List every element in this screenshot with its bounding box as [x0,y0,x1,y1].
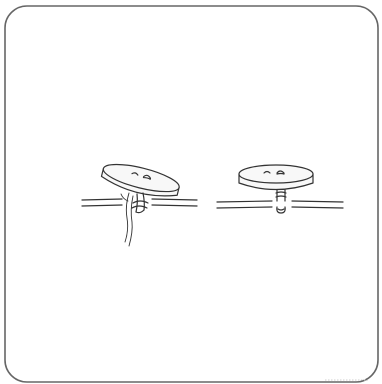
button-right [239,165,313,190]
diagram-frame [5,6,378,382]
